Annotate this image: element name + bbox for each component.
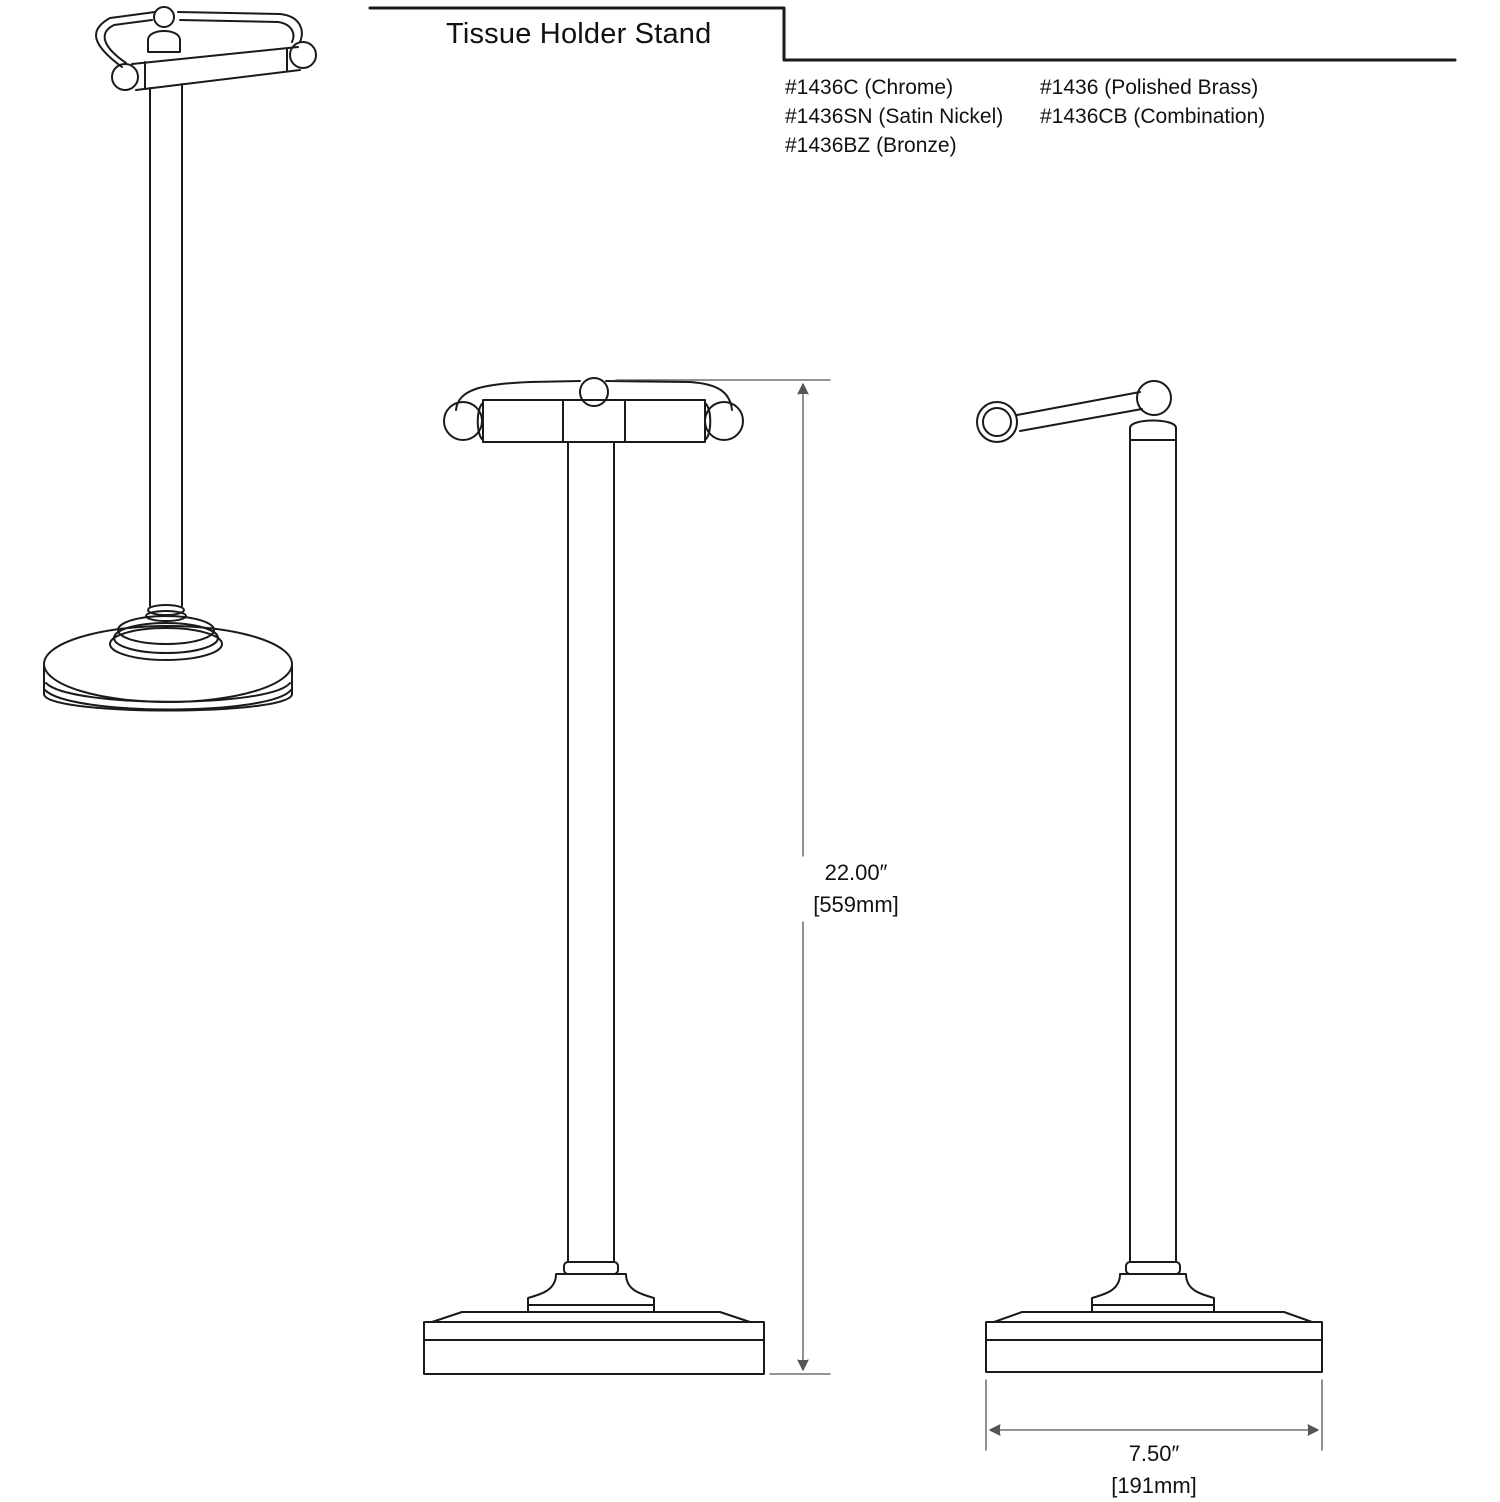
perspective-view xyxy=(43,6,317,712)
height-metric: [559mm] xyxy=(813,892,899,917)
width-dimension-label: 7.50″ [191mm] xyxy=(1094,1438,1214,1502)
drawing-title: Tissue Holder Stand xyxy=(446,18,712,50)
front-view xyxy=(423,377,765,1375)
dimension-lines xyxy=(615,379,1323,1451)
width-imperial: 7.50″ xyxy=(1128,1441,1180,1466)
side-view xyxy=(976,380,1323,1373)
variant-satin-nickel: #1436SN (Satin Nickel) xyxy=(785,105,1004,128)
variant-list: #1436C (Chrome) #1436 (Polished Brass) #… xyxy=(785,74,1345,159)
variant-combination: #1436CB (Combination) xyxy=(1040,105,1266,128)
variant-chrome: #1436C (Chrome) xyxy=(785,76,954,99)
variant-polished-brass: #1436 (Polished Brass) xyxy=(1040,76,1259,99)
height-dimension-label: 22.00″ [559mm] xyxy=(796,857,916,921)
variant-bronze: #1436BZ (Bronze) xyxy=(785,134,957,157)
width-metric: [191mm] xyxy=(1111,1473,1197,1498)
header-rule xyxy=(368,6,1457,62)
height-imperial: 22.00″ xyxy=(824,860,888,885)
